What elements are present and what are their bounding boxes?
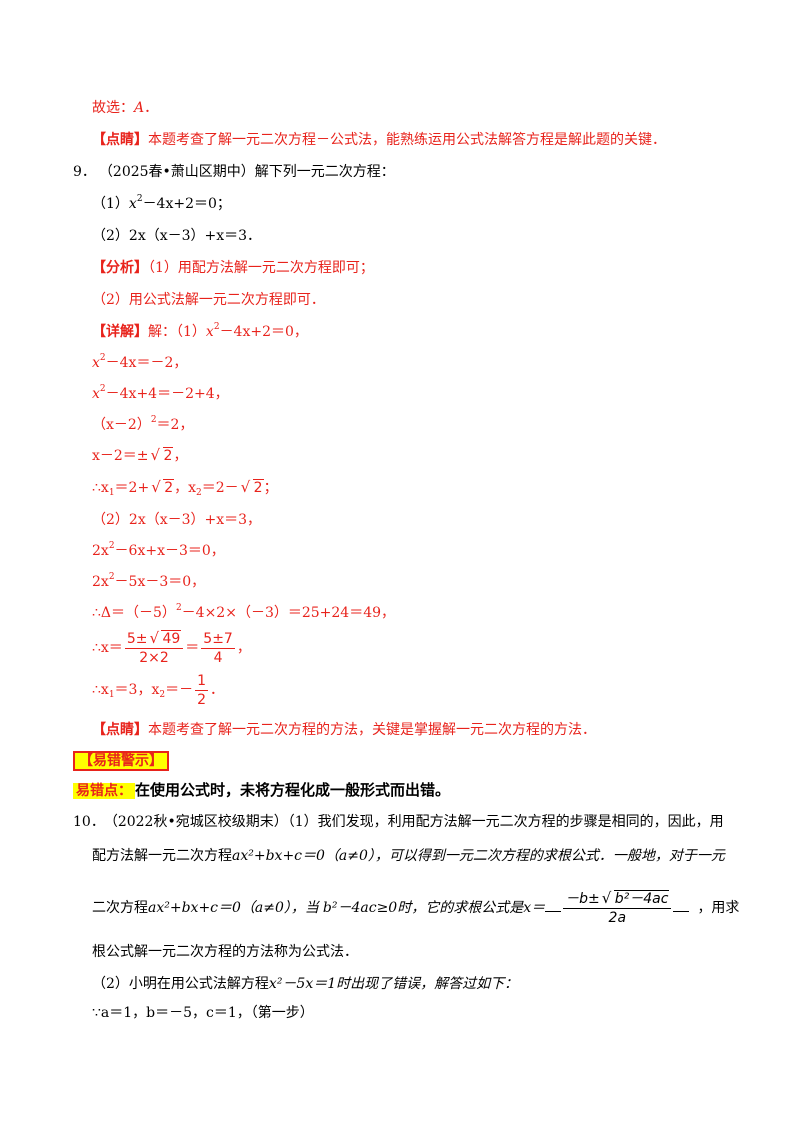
comment-2: 【点睛】本题考查了解一元二次方程的方法，关键是掌握解一元二次方程的方法．	[92, 722, 596, 738]
question-9-part-1: （1）x2－4x+2＝0；	[92, 194, 231, 213]
question-10-line-2: 配方法解一元二次方程ax²+bx+c＝0（a≠0），可以得到一元二次方程的求根公…	[92, 848, 725, 864]
comment-1: 【点睛】本题考查了解一元二次方程－公式法，能熟练运用公式法解答方程是解此题的关键…	[92, 132, 666, 148]
question-10-line-4: 根公式解一元二次方程的方法称为公式法．	[92, 944, 358, 960]
warning-header: 【易错警示】	[73, 751, 169, 771]
blank-left	[545, 911, 562, 912]
analysis-1: 【分析】（1）用配方法解一元二次方程即可；	[92, 260, 374, 276]
step-2: x2－4x+4＝－2+4，	[92, 384, 229, 403]
analysis-2: （2）用公式法解一元二次方程即可．	[92, 292, 325, 308]
step-6: （2）2x（x－3）+x＝3，	[92, 512, 262, 528]
radical: √2	[150, 446, 174, 464]
question-10-line-6: ∵a＝1，b＝－5，c＝1，（第一步）	[92, 1005, 314, 1021]
step-3: （x－2）2＝2，	[92, 415, 194, 434]
question-9-part-2: （2）2x（x－3）+x＝3．	[92, 228, 262, 244]
question-10-line-5: （2）小明在用公式法解方程x²－5x＝1时出现了错误，解答过如下：	[92, 976, 519, 992]
question-9-title: 9．（2025春•萧山区期中）解下列一元二次方程：	[73, 164, 395, 180]
step-4: x－2＝±√2，	[92, 446, 188, 464]
error-point: 易错点：在使用公式时，未将方程化成一般形式而出错。	[73, 780, 450, 801]
step-8: 2x2－5x－3＝0，	[92, 572, 206, 591]
step-9: ∴Δ＝（－5）2－4×2×（－3）＝25+24＝49，	[92, 603, 396, 622]
answer-line: 故选：A．	[92, 100, 159, 116]
solution-start: 【详解】解：（1）x2－4x+2＝0，	[92, 322, 308, 341]
step-5: ∴x1＝2+√2，x2＝2－√2；	[92, 478, 278, 498]
question-10-line-1: 10．（2022秋•宛城区校级期末）（1）我们发现，利用配方法解一元二次方程的步…	[73, 814, 724, 830]
blank-right	[673, 911, 690, 912]
step-1: x2－4x＝－2，	[92, 353, 188, 372]
comment-tag: 【点睛】	[92, 132, 148, 148]
step-7: 2x2－6x+x－3＝0，	[92, 541, 225, 560]
